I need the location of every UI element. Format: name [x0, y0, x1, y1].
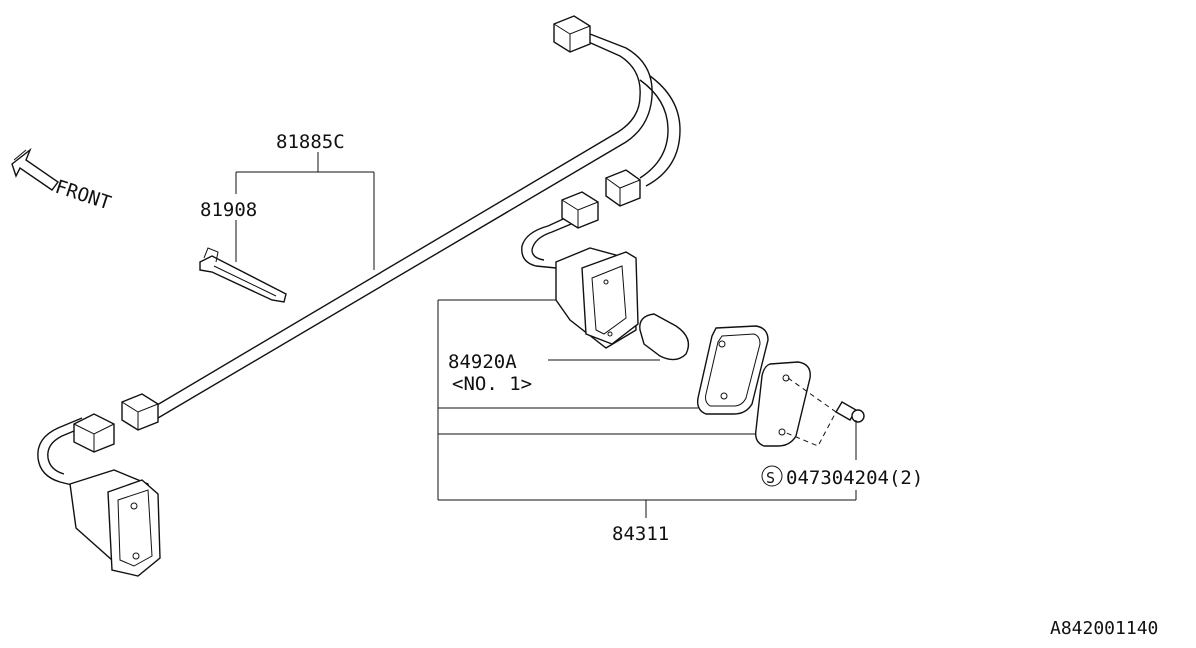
part-label-84920a: 84920A [448, 351, 517, 373]
lens-cover [754, 361, 811, 447]
diagram-id: A842001140 [1050, 618, 1158, 639]
part-label-84311: 84311 [612, 523, 669, 545]
lamp-socket-upper [521, 191, 639, 349]
clip-part [199, 247, 287, 303]
screw [783, 377, 865, 447]
front-label: FRONT [52, 176, 113, 215]
part-label-047304204: 047304204(2) [786, 467, 923, 489]
front-arrow-icon [11, 147, 59, 191]
leader-81885c [235, 152, 375, 270]
connector-branch [605, 169, 641, 207]
gasket [696, 325, 769, 415]
part-note-no1: <NO. 1> [452, 373, 532, 395]
lamp-socket-lower [37, 413, 161, 577]
leader-84311 [437, 299, 857, 518]
wiring-harness [151, 33, 681, 419]
part-label-81908: 81908 [200, 199, 257, 221]
connector-top [553, 15, 591, 53]
part-label-81885c: 81885C [276, 131, 345, 153]
standard-part-symbol: S [766, 469, 775, 487]
standard-part-icon [761, 465, 783, 487]
bulb [639, 313, 690, 361]
connector-harness-end [121, 393, 159, 431]
